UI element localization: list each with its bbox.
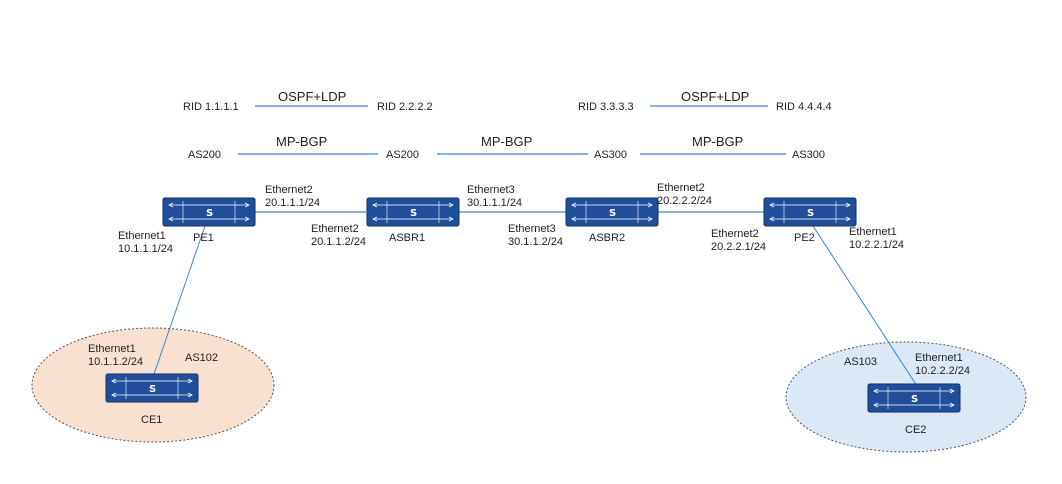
asbr1-symbol: S (410, 208, 417, 219)
asbr2-name: ASBR2 (589, 232, 625, 244)
pe1-eth2-ip: 20.1.1.1/24 (265, 197, 320, 209)
network-switch-icon (162, 197, 256, 227)
as103-label: AS103 (844, 356, 877, 368)
pe2-eth1-name: Ethernet1 (849, 226, 897, 238)
asbr2-eth3-name: Ethernet3 (508, 223, 556, 235)
as-pe1-label: AS200 (188, 149, 221, 161)
asbr1-eth3-name: Ethernet3 (467, 184, 515, 196)
asbr2-eth2-ip: 20.2.2.2/24 (657, 195, 712, 207)
pe2-switch[interactable]: S (763, 197, 857, 227)
rid-asbr2-label: RID 3.3.3.3 (578, 101, 634, 113)
rid-pe2-label: RID 4.4.4.4 (776, 101, 832, 113)
as-pe2-label: AS300 (792, 149, 825, 161)
network-switch-icon (565, 197, 659, 227)
link-pe1-ce1 (152, 225, 206, 378)
ce1-name: CE1 (141, 414, 162, 426)
ce1-eth1-ip: 10.1.1.2/24 (88, 356, 143, 368)
ce2-name: CE2 (905, 424, 926, 436)
network-switch-icon (763, 197, 857, 227)
asbr2-eth3-ip: 30.1.1.2/24 (508, 236, 563, 248)
as-asbr1-label: AS200 (386, 149, 419, 161)
ce2-symbol: S (911, 394, 918, 405)
rid-asbr1-label: RID 2.2.2.2 (377, 101, 433, 113)
as-asbr2-label: AS300 (594, 149, 627, 161)
network-switch-icon (366, 197, 460, 227)
asbr2-switch[interactable]: S (565, 197, 659, 227)
mpbgp-right-label: MP-BGP (692, 134, 743, 149)
link-pe2-ce2 (812, 225, 918, 387)
ce2-eth1-name: Ethernet1 (915, 352, 963, 364)
ce1-symbol: S (149, 384, 156, 395)
pe2-symbol: S (807, 208, 814, 219)
pe1-eth1-ip: 10.1.1.1/24 (118, 243, 173, 255)
network-switch-icon (867, 383, 961, 413)
asbr2-symbol: S (609, 208, 616, 219)
rid-pe1-label: RID 1.1.1.1 (183, 101, 239, 113)
asbr1-eth3-ip: 30.1.1.1/24 (467, 197, 522, 209)
asbr2-eth2-name: Ethernet2 (657, 182, 705, 194)
ospf-ldp-right-label: OSPF+LDP (681, 89, 749, 104)
as102-label: AS102 (185, 352, 218, 364)
pe1-switch[interactable]: S (162, 197, 256, 227)
pe2-eth2-name: Ethernet2 (711, 228, 759, 240)
pe2-eth1-ip: 10.2.2.1/24 (849, 239, 904, 251)
mpbgp-left-label: MP-BGP (276, 134, 327, 149)
asbr1-name: ASBR1 (389, 232, 425, 244)
ce1-eth1-name: Ethernet1 (88, 343, 136, 355)
pe2-name: PE2 (794, 232, 815, 244)
pe1-eth1-name: Ethernet1 (118, 230, 166, 242)
pe1-symbol: S (206, 208, 213, 219)
ce2-switch[interactable]: S (867, 383, 961, 413)
asbr1-eth2-name: Ethernet2 (311, 223, 359, 235)
mpbgp-middle-label: MP-BGP (481, 134, 532, 149)
pe2-eth2-ip: 20.2.2.1/24 (711, 241, 766, 253)
ospf-ldp-left-label: OSPF+LDP (278, 89, 346, 104)
ce2-eth1-ip: 10.2.2.2/24 (915, 365, 970, 377)
asbr1-eth2-ip: 20.1.1.2/24 (311, 236, 366, 248)
asbr1-switch[interactable]: S (366, 197, 460, 227)
ce1-switch[interactable]: S (105, 373, 199, 403)
network-switch-icon (105, 373, 199, 403)
pe1-name: PE1 (193, 232, 214, 244)
pe1-eth2-name: Ethernet2 (265, 184, 313, 196)
